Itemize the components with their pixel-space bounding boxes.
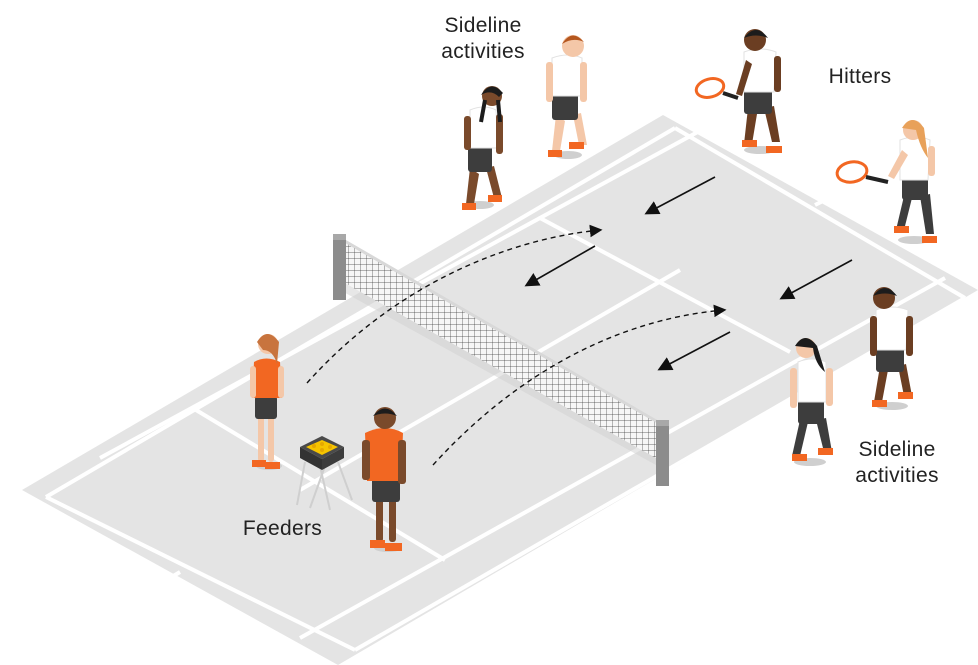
feeders-label: Feeders: [242, 517, 323, 540]
sideline-activities-bottom-label: Sideline activities: [832, 437, 962, 488]
sideline-player: [546, 35, 587, 159]
arrow-icon: [644, 176, 716, 215]
sideline-player: [790, 338, 833, 466]
hitters-label: Hitters: [828, 65, 892, 88]
label-line: Sideline: [444, 14, 522, 37]
label-line: activities: [855, 463, 939, 487]
arrow-icon: [657, 331, 731, 371]
ball-paths: [306, 224, 727, 466]
ball-basket-icon: [296, 436, 353, 511]
arrow-icon: [524, 245, 596, 287]
hitter-player: [835, 120, 937, 244]
feeder-player: [362, 407, 406, 552]
arrows: [524, 176, 853, 371]
tennis-racket-icon: [835, 160, 889, 184]
net-post-left: [333, 234, 346, 300]
net-post-right: [656, 420, 669, 486]
tennis-racket-icon: [694, 77, 739, 100]
court: [22, 115, 978, 665]
hitter-player: [694, 29, 782, 154]
sideline-player: [870, 287, 913, 410]
court-surface: [22, 115, 978, 665]
dashed-ball-path-icon: [306, 224, 603, 384]
label-line: activities: [441, 39, 525, 63]
feeder-player: [250, 334, 284, 470]
dashed-ball-path-icon: [432, 304, 727, 466]
sideline-activities-top-label: Sideline activities: [418, 13, 548, 64]
arrow-icon: [779, 259, 853, 300]
label-line: Sideline: [858, 438, 936, 461]
sideline-player: [462, 86, 503, 210]
tennis-net-icon: [333, 234, 669, 486]
